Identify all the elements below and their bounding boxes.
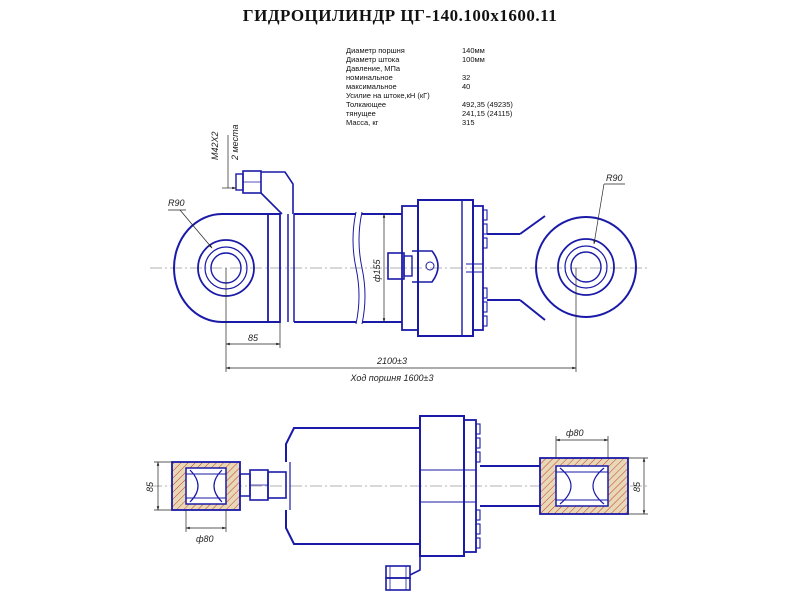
spec-row-pressure: Давление, МПа [346, 64, 513, 73]
top-dimensions [168, 135, 625, 372]
spec-value: 32 [462, 73, 471, 82]
spec-label: Толкающее [346, 100, 387, 109]
spec-value: 140мм [462, 46, 485, 55]
spec-row-rod-diameter: Диаметр штока 100мм [346, 55, 513, 64]
thread-label: M42X2 [210, 131, 220, 160]
spec-row-pull: тянущее 241,15 (24115) [346, 109, 513, 118]
spec-label: максимальное [346, 82, 397, 91]
bottom-view [150, 415, 650, 591]
bottom-center-port [385, 556, 421, 591]
right-eye [535, 216, 637, 318]
spec-label: номинальное [346, 73, 393, 82]
specifications-table: Диаметр поршня 140мм Диаметр штока 100мм Д… [346, 46, 513, 127]
spec-label: Диаметр поршня [346, 46, 405, 55]
center-port [387, 250, 439, 283]
width-right-label: 85 [632, 481, 642, 492]
pin-left-label: ф80 [196, 534, 214, 544]
spec-value: 40 [462, 82, 471, 91]
right-head [401, 199, 488, 337]
overall-length-label: 2100±3 [376, 356, 407, 366]
spec-label: тянущее [346, 109, 376, 118]
eye-offset-label: 85 [248, 333, 259, 343]
spec-row-push: Толкающее 492,35 (49235) [346, 100, 513, 109]
body-diameter-label: ф155 [372, 258, 382, 282]
spec-value: 492,35 (49235) [462, 100, 513, 109]
places-label: 2 места [230, 125, 240, 161]
spec-value: 241,15 (24115) [462, 109, 513, 118]
spec-label: Усилие на штоке,кН (кГ) [346, 91, 430, 100]
spec-value: 100мм [462, 55, 485, 64]
left-eye-section [171, 461, 241, 511]
radius-right-label: R90 [606, 173, 623, 183]
bottom-left-port [239, 469, 287, 501]
spec-value: 315 [462, 118, 475, 127]
right-eye-section [539, 457, 629, 515]
spec-row-maximum: максимальное 40 [346, 82, 513, 91]
spec-row-piston-diameter: Диаметр поршня 140мм [346, 46, 513, 55]
pin-right-label: ф80 [566, 428, 584, 438]
spec-row-force: Усилие на штоке,кН (кГ) [346, 91, 513, 100]
left-port [235, 170, 294, 215]
spec-label: Давление, МПа [346, 64, 401, 73]
radius-left-label: R90 [168, 198, 185, 208]
bottom-head [419, 415, 481, 557]
spec-label: Масса, кг [346, 118, 379, 127]
spec-row-nominal: номинальное 32 [346, 73, 513, 82]
spec-label: Диаметр штока [346, 55, 400, 64]
spec-row-mass: Масса, кг 315 [346, 118, 513, 127]
top-view [150, 170, 650, 337]
bottom-dimensions [154, 436, 648, 532]
width-left-label: 85 [145, 481, 155, 492]
left-head [267, 213, 281, 323]
stroke-label: Ход поршня 1600±3 [350, 373, 434, 383]
drawing-title: ГИДРОЦИЛИНДР ЦГ-140.100х1600.11 [242, 6, 558, 25]
